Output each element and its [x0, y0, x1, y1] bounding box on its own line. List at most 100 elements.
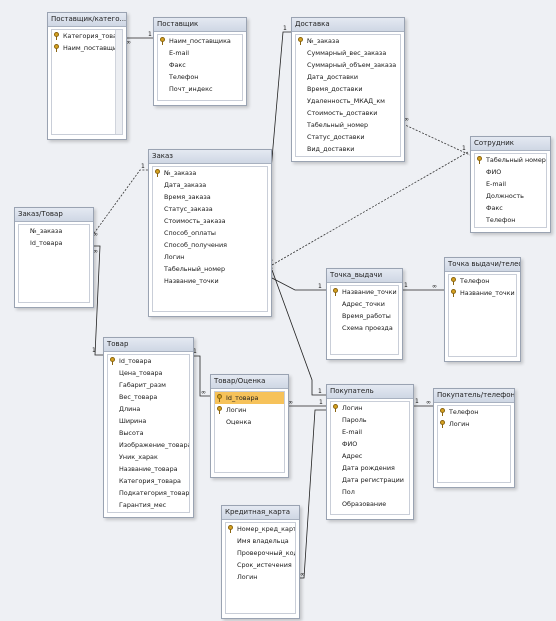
field-row[interactable]: Подкатегория_товара — [108, 487, 189, 499]
table-order[interactable]: Заказ №_заказа Дата_заказа Время_заказа … — [148, 149, 272, 317]
field-row[interactable]: Название_товара — [108, 463, 189, 475]
cardinality-many: ∞ — [201, 389, 206, 396]
field-row[interactable]: Название_точки — [449, 287, 516, 299]
field-row[interactable]: Табельный_номер — [153, 263, 267, 275]
field-row[interactable]: Ширина — [108, 415, 189, 427]
field-row[interactable]: Имя владельца — [226, 535, 295, 547]
field-row[interactable]: Цена_товара — [108, 367, 189, 379]
field-row[interactable]: Оценка — [215, 416, 284, 428]
field-row[interactable]: Название_точки — [153, 275, 267, 287]
table-buyer[interactable]: Покупатель Логин Пароль E-mail ФИО Адрес… — [326, 384, 414, 520]
field-name: Логин — [449, 420, 470, 428]
field-row[interactable]: Наим_поставщика — [158, 35, 242, 47]
field-row[interactable]: Время_заказа — [153, 191, 267, 203]
field-row[interactable]: Способ_оплаты — [153, 227, 267, 239]
table-pickup-point[interactable]: Точка_выдачи Название_точки Адрес_точки … — [326, 268, 403, 360]
field-name: Длина — [119, 405, 141, 413]
field-row[interactable]: E-mail — [158, 47, 242, 59]
field-list: Id_товара Логин Оценка — [214, 391, 285, 473]
field-row[interactable]: E-mail — [475, 178, 546, 190]
table-goods[interactable]: Товар Id_товара Цена_товара Габарит_разм… — [103, 337, 194, 518]
field-row[interactable]: Вес_товара — [108, 391, 189, 403]
field-row[interactable]: Дата_доставки — [296, 71, 400, 83]
field-row[interactable]: Срок_истечения — [226, 559, 295, 571]
field-row[interactable]: Статус_доставки — [296, 131, 400, 143]
field-row[interactable]: Табельный_номер — [296, 119, 400, 131]
field-row[interactable]: Изображение_товара — [108, 439, 189, 451]
field-row[interactable]: Факс — [158, 59, 242, 71]
field-row[interactable]: №_заказа — [153, 167, 267, 179]
field-row[interactable]: Стоимость_доставки — [296, 107, 400, 119]
field-row[interactable]: Табельный номер — [475, 154, 546, 166]
table-loyalty-card[interactable]: Кредитная_карта Номер_кред_карты Имя вла… — [221, 505, 300, 619]
field-name: Цена_товара — [119, 369, 163, 377]
field-name: Способ_получения — [164, 241, 227, 249]
field-row[interactable]: ФИО — [331, 438, 409, 450]
table-employee[interactable]: Сотрудник Табельный номер ФИО E-mail Дол… — [470, 136, 551, 233]
field-row[interactable]: Факс — [475, 202, 546, 214]
table-delivery[interactable]: Доставка №_заказа Суммарный_вес_заказа С… — [291, 17, 405, 162]
field-row[interactable]: Габарит_разм — [108, 379, 189, 391]
field-row[interactable]: Дата рождения — [331, 462, 409, 474]
field-row[interactable]: Id_товара — [19, 237, 89, 249]
field-row[interactable]: Схема проезда — [331, 322, 398, 334]
field-row[interactable]: Время_доставки — [296, 83, 400, 95]
field-row[interactable]: Высота — [108, 427, 189, 439]
field-row[interactable]: Логин — [331, 402, 409, 414]
field-row[interactable]: Телефон — [475, 214, 546, 226]
field-row[interactable]: Способ_получения — [153, 239, 267, 251]
cardinality-one: 1 — [462, 145, 466, 152]
field-row[interactable]: №_заказа — [296, 35, 400, 47]
field-row[interactable]: Суммарный_объем_заказа — [296, 59, 400, 71]
field-row[interactable]: Пол — [331, 486, 409, 498]
table-supplier[interactable]: Поставщик Наим_поставщика E-mail Факс Те… — [153, 17, 247, 106]
table-order-goods[interactable]: Заказ/Товар №_заказа Id_товара — [14, 207, 94, 308]
field-row[interactable]: Id_товара — [108, 355, 189, 367]
field-row[interactable]: Категория_товара — [52, 30, 122, 42]
field-row[interactable]: Логин — [153, 251, 267, 263]
field-row[interactable]: Суммарный_вес_заказа — [296, 47, 400, 59]
field-row[interactable]: Дата_заказа — [153, 179, 267, 191]
field-row[interactable]: Стоимость_заказа — [153, 215, 267, 227]
field-row[interactable]: Удаленность_МКАД_км — [296, 95, 400, 107]
field-row[interactable]: ФИО — [475, 166, 546, 178]
table-buyer-phone[interactable]: Покупатель/телефон Телефон Логин — [433, 388, 515, 488]
field-row[interactable]: Должность — [475, 190, 546, 202]
field-row[interactable]: Телефон — [158, 71, 242, 83]
field-name: Телефон — [460, 277, 490, 285]
field-row[interactable]: Дата регистрации — [331, 474, 409, 486]
field-list: Телефон Логин — [437, 405, 511, 483]
table-supplier-category[interactable]: Поставщик/катего... Категория_товара Наи… — [47, 12, 127, 140]
field-row[interactable]: Гарантия_мес — [108, 499, 189, 511]
field-row[interactable]: Категория_товара — [108, 475, 189, 487]
field-row[interactable]: Вид_доставки — [296, 143, 400, 155]
primary-key-icon — [217, 406, 222, 414]
field-row[interactable]: №_заказа — [19, 225, 89, 237]
field-row[interactable]: Логин — [226, 571, 295, 583]
field-row-selected[interactable]: Id_товара — [215, 392, 284, 404]
link-delivery-order — [270, 31, 291, 171]
field-row[interactable]: Номер_кред_карты — [226, 523, 295, 535]
field-row[interactable]: Проверочный_код — [226, 547, 295, 559]
scrollbar[interactable] — [115, 30, 122, 134]
field-row[interactable]: Длина — [108, 403, 189, 415]
field-row[interactable]: Логин — [438, 418, 510, 430]
field-name: №_заказа — [30, 227, 63, 235]
field-row[interactable]: Время_работы — [331, 310, 398, 322]
field-row[interactable]: Наим_поставщика — [52, 42, 122, 54]
table-goods-rating[interactable]: Товар/Оценка Id_товара Логин Оценка — [210, 374, 289, 478]
table-pickup-phone[interactable]: Точка выдачи/телеф... Телефон Название_т… — [444, 257, 521, 362]
field-row[interactable]: Название_точки — [331, 286, 398, 298]
field-row[interactable]: Адрес_точки — [331, 298, 398, 310]
field-row[interactable]: Статус_заказа — [153, 203, 267, 215]
field-row[interactable]: Логин — [215, 404, 284, 416]
field-row[interactable]: Почт_индекс — [158, 83, 242, 95]
field-row[interactable]: Образование — [331, 498, 409, 510]
field-row[interactable]: Уник_харак — [108, 451, 189, 463]
field-row[interactable]: Пароль — [331, 414, 409, 426]
field-row[interactable]: E-mail — [331, 426, 409, 438]
field-row[interactable]: Телефон — [449, 275, 516, 287]
field-row[interactable]: Адрес — [331, 450, 409, 462]
primary-key-icon — [217, 394, 222, 402]
field-row[interactable]: Телефон — [438, 406, 510, 418]
